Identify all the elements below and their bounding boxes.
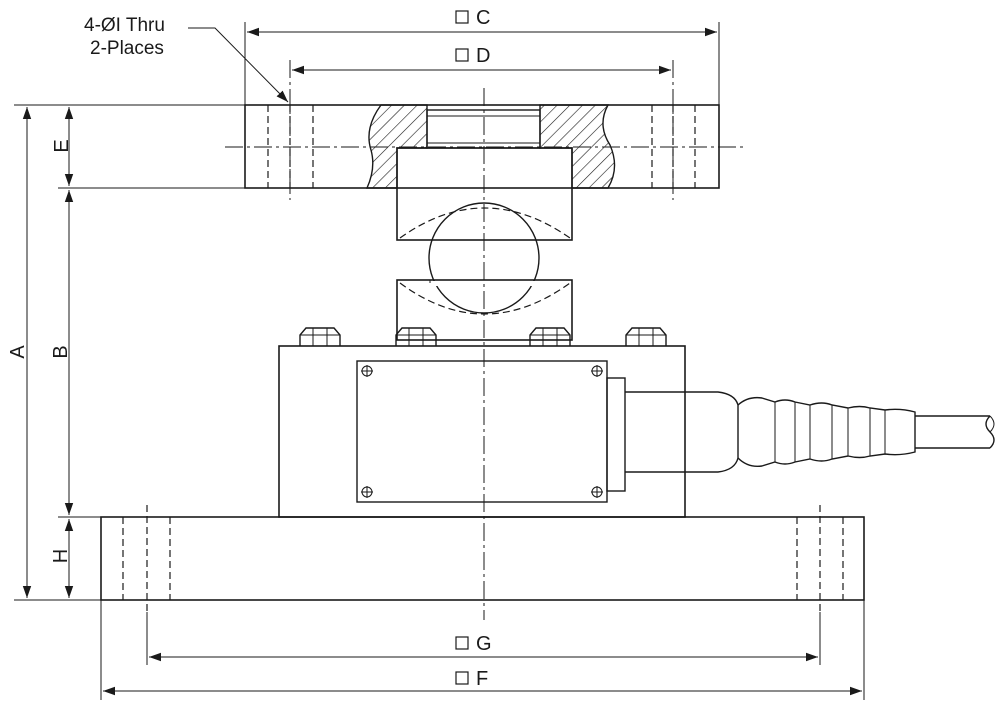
dimension-d-label: D — [476, 45, 490, 67]
cover-screw-bottom-right — [591, 486, 603, 498]
cover-screw-top-right — [591, 365, 603, 377]
bolt-1 — [299, 327, 341, 346]
bolt-3 — [529, 327, 571, 346]
dimension-f: F — [100, 600, 865, 700]
base-plate — [100, 505, 865, 612]
base-plate-left-holes — [122, 505, 171, 612]
dimension-c: C — [244, 7, 720, 105]
dimension-c-label: C — [476, 7, 490, 29]
dimension-d: D — [292, 45, 671, 75]
cable — [915, 415, 995, 449]
dimension-e-label: E — [51, 139, 73, 152]
dimension-g-label: G — [476, 633, 492, 655]
bolt-4 — [625, 327, 667, 346]
base-plate-right-holes — [796, 505, 844, 612]
dimension-b: B — [50, 190, 101, 518]
centerlines — [289, 60, 674, 620]
mounting-bolts — [299, 327, 667, 346]
dimension-b-label: B — [50, 345, 72, 358]
dimension-a: A — [7, 104, 245, 601]
cable-gland — [606, 377, 916, 492]
hole-callout-line2: 2-Places — [90, 38, 164, 59]
dimension-h-label: H — [50, 549, 72, 563]
cover-screw-bottom-left — [361, 486, 373, 498]
top-plate — [225, 104, 745, 189]
dimension-g: G — [146, 612, 821, 665]
hole-callout: 4-ØI Thru 2-Places — [84, 15, 289, 103]
dimension-f-label: F — [476, 668, 488, 690]
dimension-h: H — [50, 519, 74, 598]
dimension-a-label: A — [7, 345, 29, 359]
bolt-2 — [395, 327, 437, 346]
dimension-e: E — [51, 107, 245, 189]
hole-callout-line1: 4-ØI Thru — [84, 15, 165, 36]
cover-screw-top-left — [361, 365, 373, 377]
